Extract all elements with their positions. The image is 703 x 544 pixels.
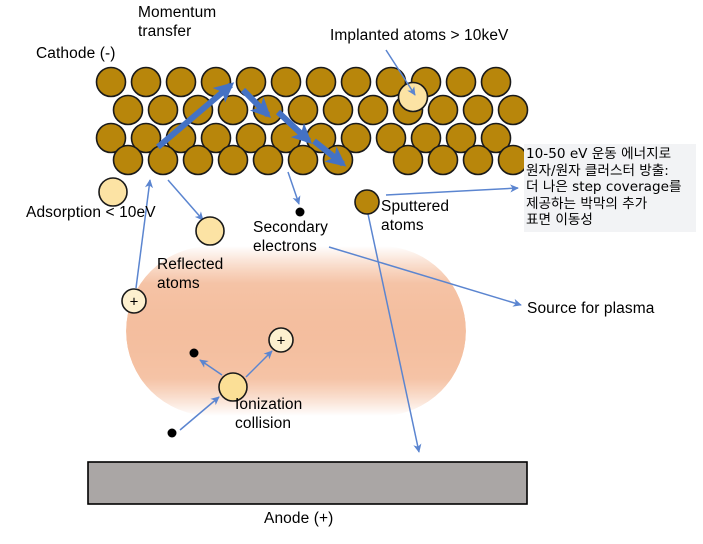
target-atom [322,94,354,126]
label-anode: Anode (+) [264,510,334,527]
arrow-sputtered-to-note [385,184,519,196]
electron-dot-incoming [167,428,177,438]
label-adsorption: Adsorption < 10eV [26,204,156,221]
arrow-sputtered-to-anode [367,213,422,453]
target-atom [95,66,127,98]
adsorbing-atom [98,177,128,207]
korean-note-line2: 원자/원자 클러스터 방출: [526,162,669,179]
target-atom [340,122,372,154]
korean-note-line4: 제공하는 박막의 추가 [526,195,648,212]
target-atom [445,122,477,154]
korean-note-line3: 더 나은 step coverage를 [526,179,682,196]
target-atom [130,122,162,154]
momentum-segment-up [156,82,235,150]
neutral-collider-atom [218,372,248,402]
arrow-secondary-electron [287,171,301,205]
target-atom [165,66,197,98]
target-atom [305,66,337,98]
label-sputtered-atoms-line2: atoms [381,216,424,234]
target-atom [95,122,127,154]
korean-note-line1: 10-50 eV 운동 에너지로 [526,146,672,162]
arrow-reflected-atom [167,179,204,221]
label-momentum-transfer-line2: transfer [138,22,192,40]
target-atom [480,66,512,98]
momentum-segment-down-2 [275,109,313,144]
arrow-electron-incoming [179,396,220,431]
arrow-ion-to-target [135,179,154,289]
target-atom [375,122,407,154]
momentum-segment-down-3 [312,138,347,167]
target-atom [217,144,249,176]
arrow-electron-ejected [199,359,223,376]
ion-right-charge: + [277,333,286,350]
target-atom [462,94,494,126]
electron-dot-secondary [295,207,305,217]
target-atom [427,94,459,126]
target-atom [252,94,284,126]
target-atom [427,144,459,176]
target-atom [287,144,319,176]
target-atom [357,94,389,126]
ion-left-charge: + [130,294,139,311]
reflected-atom [195,216,225,246]
target-atom [200,122,232,154]
ion-left: + [121,288,147,314]
anode-bar [87,461,528,505]
label-sputtered-atoms-line1: Sputtered [381,198,450,215]
target-atom [270,66,302,98]
target-atom [252,144,284,176]
arrow-implanted-atoms [385,49,416,96]
momentum-transfer-path [156,82,347,167]
sputtered-atom [354,189,380,215]
target-atom [217,94,249,126]
target-atom [112,94,144,126]
target-atom [235,122,267,154]
target-atom [497,94,529,126]
annotation-arrows [135,49,522,453]
implanted-atom [397,81,429,113]
arrow-ion-produced [245,350,273,378]
label-reflected-atoms-line2: atoms [157,274,200,292]
target-atom [445,66,477,98]
target-atom [147,94,179,126]
target-atom [340,66,372,98]
korean-note-line5: 표면 이동성 [526,212,593,229]
target-atom [287,94,319,126]
target-atom [480,122,512,154]
label-secondary-electrons-line1: Secondary [253,219,329,236]
target-atom [130,66,162,98]
label-momentum-transfer-line1: Momentum [138,4,217,21]
target-atom [392,144,424,176]
electron-dot-ejected [189,348,199,358]
label-implanted-atoms: Implanted atoms > 10keV [330,27,509,44]
target-atom [375,66,407,98]
momentum-segment-down-1 [240,87,271,118]
arrow-source-for-plasma [328,246,522,307]
label-source-for-plasma: Source for plasma [527,300,655,317]
target-atom [235,66,267,98]
cathode-target-lattice [95,66,529,176]
label-cathode: Cathode (-) [36,45,116,62]
target-atom [112,144,144,176]
label-ionization-collision-line1: Ionization [235,396,303,413]
target-atom [147,144,179,176]
ion-right: + [268,327,294,353]
plasma-cloud [126,246,466,416]
target-atom [410,122,442,154]
label-ionization-collision-line2: collision [235,414,292,432]
target-atom [462,144,494,176]
target-atom [182,144,214,176]
label-secondary-electrons-line2: electrons [253,237,317,255]
label-reflected-atoms-line1: Reflected [157,256,224,273]
korean-note-box: 10-50 eV 운동 에너지로 원자/원자 클러스터 방출: 더 나은 ste… [524,144,696,232]
